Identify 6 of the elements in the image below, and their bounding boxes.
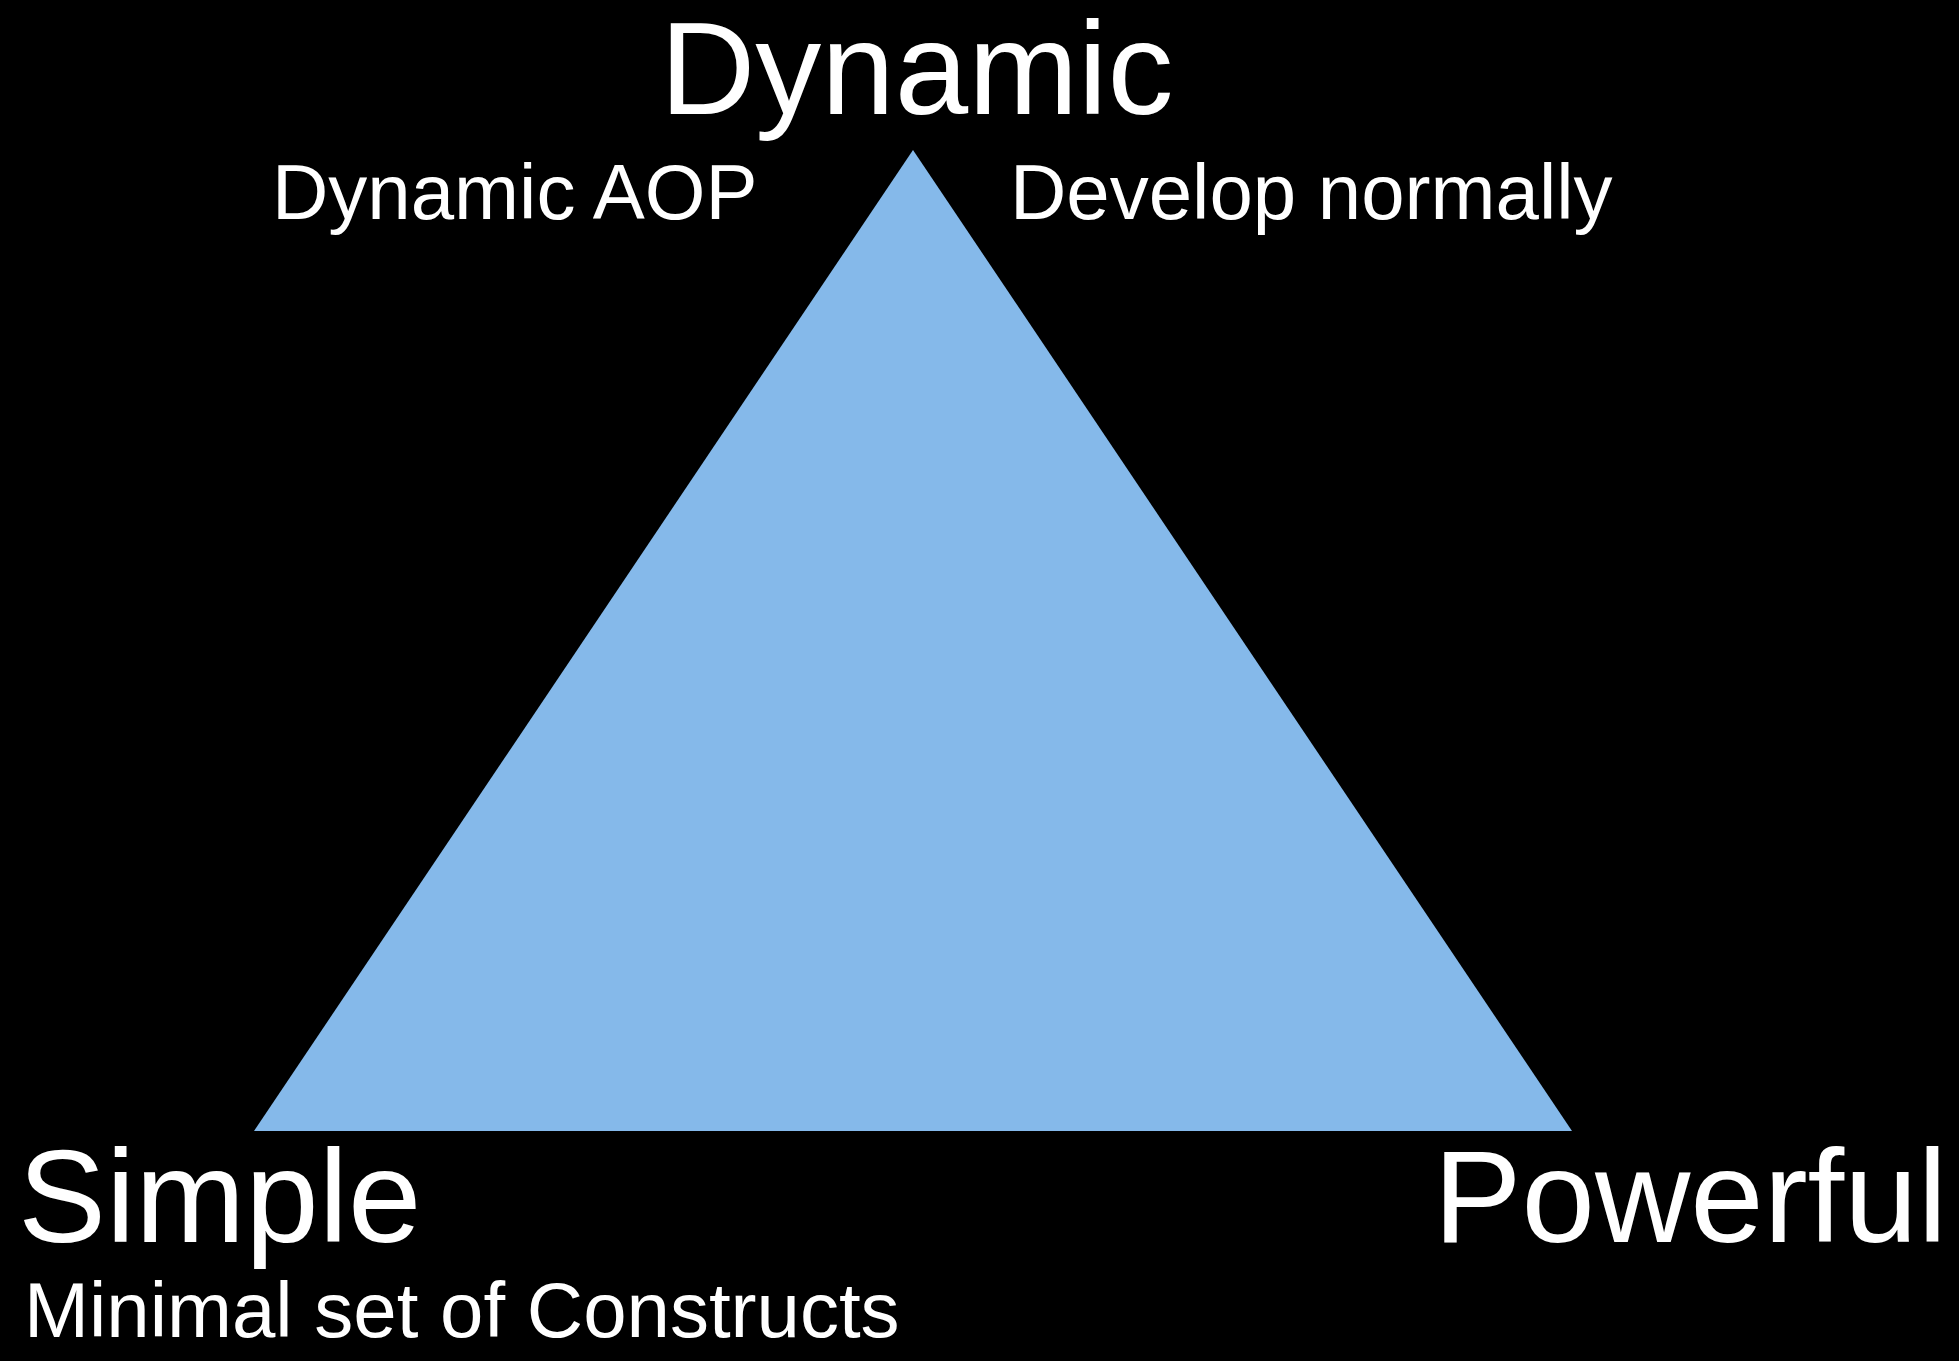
annotation-text: Minimal set of Constructs — [24, 1270, 900, 1352]
vertex-label: Dynamic — [660, 0, 1174, 139]
annotation-text: Dynamic AOP — [272, 152, 758, 234]
vertex-label: Powerful — [1433, 1128, 1947, 1267]
vertex-label: Simple — [18, 1128, 422, 1267]
annotation-text: Develop normally — [1010, 152, 1613, 234]
